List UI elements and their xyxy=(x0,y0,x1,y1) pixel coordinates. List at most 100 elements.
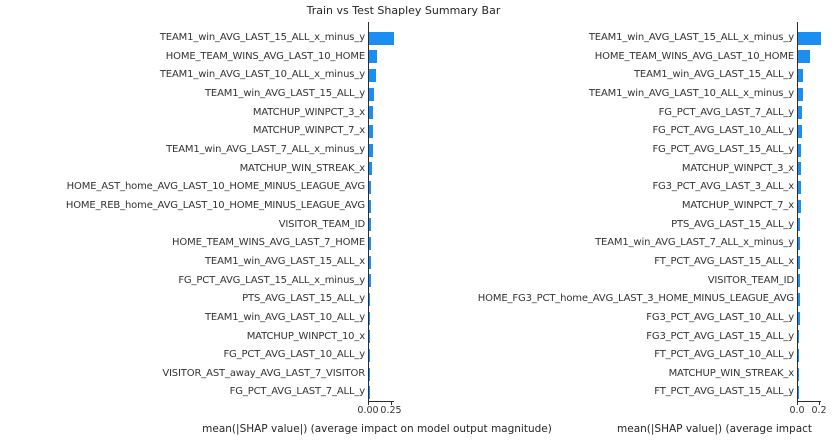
feature-label: FG_PCT_AVG_LAST_10_ALL_y xyxy=(223,349,365,361)
feature-label: FG3_PCT_AVG_LAST_15_ALL_y xyxy=(646,330,794,342)
feature-label: TEAM1_win_AVG_LAST_7_ALL_x_minus_y xyxy=(595,237,794,249)
feature-label: HOME_FG3_PCT_home_AVG_LAST_3_HOME_MINUS_… xyxy=(477,293,794,305)
feature-label: TEAM1_win_AVG_LAST_10_ALL_y xyxy=(204,311,365,323)
bar-cell xyxy=(797,346,821,365)
feature-label: TEAM1_win_AVG_LAST_10_ALL_x_minus_y xyxy=(588,87,794,99)
feature-label: TEAM1_win_AVG_LAST_15_ALL_y xyxy=(204,87,365,99)
shap-bar xyxy=(368,255,371,269)
bar-cell xyxy=(368,234,394,253)
bar-cell xyxy=(368,309,394,328)
bar-cell xyxy=(797,328,821,347)
shap-bar xyxy=(797,367,800,381)
bar-cell xyxy=(368,365,394,384)
shap-bar xyxy=(368,87,374,101)
bar-cell xyxy=(368,141,394,160)
shap-bar xyxy=(368,31,394,45)
bar-cell xyxy=(797,122,821,141)
test-x-tick-1 xyxy=(819,402,820,405)
feature-label: MATCHUP_WINPCT_7_x xyxy=(252,125,365,137)
feature-label: MATCHUP_WINPCT_10_x xyxy=(246,330,365,342)
bar-cell xyxy=(368,48,394,67)
feature-label: VISITOR_TEAM_ID xyxy=(278,218,365,230)
train-x-tick-1 xyxy=(391,402,392,405)
feature-label: TEAM1_win_AVG_LAST_15_ALL_x_minus_y xyxy=(588,32,794,43)
shap-bar xyxy=(368,50,377,64)
bar-cell xyxy=(368,346,394,365)
shap-bar xyxy=(797,199,801,213)
shap-bar xyxy=(368,125,373,139)
shap-bar xyxy=(368,348,371,362)
shap-bar xyxy=(368,69,377,83)
test-x-axis-title: mean(|SHAP value|) (average impact xyxy=(617,423,813,435)
feature-label: HOME_TEAM_WINS_AVG_LAST_7_HOME xyxy=(172,237,365,249)
feature-label: PTS_AVG_LAST_15_ALL_y xyxy=(242,293,365,305)
feature-label: MATCHUP_WINPCT_3_x xyxy=(252,106,365,118)
shap-bar xyxy=(368,367,370,381)
feature-label: FT_PCT_AVG_LAST_15_ALL_y xyxy=(654,386,794,398)
feature-label: TEAM1_win_AVG_LAST_15_ALL_x_minus_y xyxy=(159,32,365,43)
bar-cell xyxy=(797,85,821,104)
shap-bar xyxy=(797,386,800,400)
shap-bar xyxy=(797,125,802,139)
bar-cell xyxy=(797,309,821,328)
bar-cell xyxy=(368,197,394,216)
shap-bar xyxy=(797,31,822,45)
feature-label: TEAM1_win_AVG_LAST_15_ALL_y xyxy=(633,69,794,81)
bar-cell xyxy=(797,383,821,402)
train-x-tick-label-0: 0.00 xyxy=(357,405,379,416)
shap-bar xyxy=(368,199,372,213)
bar-cell xyxy=(797,216,821,235)
feature-label: FG_PCT_AVG_LAST_7_ALL_y xyxy=(229,386,365,398)
train-x-tick-label-1: 0.25 xyxy=(380,405,402,416)
shap-bar xyxy=(797,330,800,344)
bar-cell xyxy=(368,383,394,402)
feature-label: FG3_PCT_AVG_LAST_3_ALL_x xyxy=(652,181,794,193)
feature-label: FG3_PCT_AVG_LAST_10_ALL_y xyxy=(646,311,794,323)
feature-label: PTS_AVG_LAST_15_ALL_y xyxy=(671,218,794,230)
bar-cell xyxy=(797,141,821,160)
feature-label: FG_PCT_AVG_LAST_15_ALL_x_minus_y xyxy=(178,274,365,286)
shap-bar xyxy=(368,218,372,232)
train-x-axis-title: mean(|SHAP value|) (average impact on mo… xyxy=(202,423,552,435)
bar-cell xyxy=(368,216,394,235)
feature-label: MATCHUP_WINPCT_7_x xyxy=(681,199,794,211)
shap-bar xyxy=(368,292,371,306)
bar-cell xyxy=(368,328,394,347)
test-x-tick-label-1: 0.2 xyxy=(811,405,827,416)
bar-cell xyxy=(797,272,821,291)
train-x-tick-0 xyxy=(368,402,369,405)
feature-label: MATCHUP_WIN_STREAK_x xyxy=(668,367,795,379)
shap-bar xyxy=(368,106,374,120)
shap-bar xyxy=(797,87,803,101)
test-x-axis-spine xyxy=(797,401,821,402)
shap-bar xyxy=(797,181,801,195)
bar-cell xyxy=(368,178,394,197)
bar-cell xyxy=(368,290,394,309)
bar-cell xyxy=(797,178,821,197)
shap-bar xyxy=(368,162,373,176)
feature-label: FT_PCT_AVG_LAST_15_ALL_x xyxy=(654,255,794,267)
feature-label: FT_PCT_AVG_LAST_10_ALL_y xyxy=(654,349,794,361)
bar-cell xyxy=(797,290,821,309)
bar-cell xyxy=(797,365,821,384)
bar-cell xyxy=(368,66,394,85)
bar-cell xyxy=(797,197,821,216)
feature-label: FG_PCT_AVG_LAST_15_ALL_y xyxy=(652,143,794,155)
feature-label: HOME_TEAM_WINS_AVG_LAST_10_HOME xyxy=(165,50,365,62)
feature-label: HOME_TEAM_WINS_AVG_LAST_10_HOME xyxy=(594,50,794,62)
bar-cell xyxy=(368,272,394,291)
shap-bar xyxy=(797,292,800,306)
bar-cell xyxy=(797,29,822,48)
bar-cell xyxy=(368,85,394,104)
feature-label: TEAM1_win_AVG_LAST_7_ALL_x_minus_y xyxy=(166,143,365,155)
shap-bar xyxy=(797,274,800,288)
shap-bar xyxy=(797,50,810,64)
figure-title: Train vs Test Shapley Summary Bar xyxy=(306,4,501,17)
train-x-axis-spine xyxy=(368,401,394,402)
shap-bar xyxy=(368,143,373,157)
feature-label: VISITOR_TEAM_ID xyxy=(707,274,794,286)
shap-bar xyxy=(797,311,800,325)
